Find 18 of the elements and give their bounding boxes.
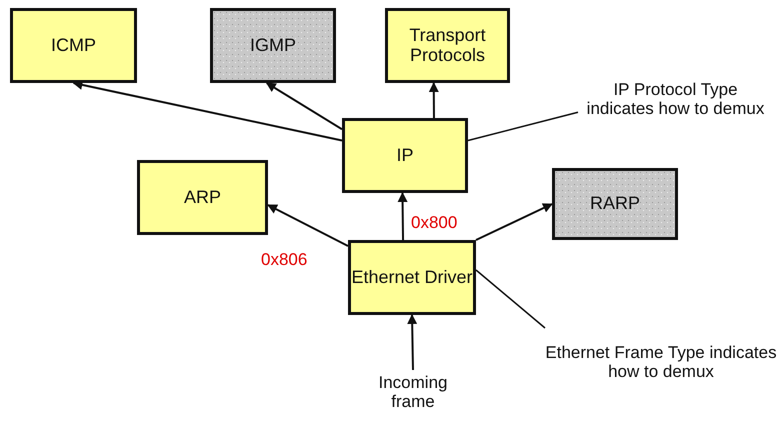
- arrow: [267, 204, 348, 247]
- annotation-text: IP Protocol Type indicates how to demux: [578, 64, 773, 136]
- arrow: [407, 314, 418, 370]
- arrow: [266, 82, 343, 130]
- annotation-text: Ethernet Frame Type indicates how to demux: [545, 328, 777, 398]
- arrow: [428, 82, 439, 118]
- process-box: Transport Protocols: [385, 8, 510, 83]
- process-box: IGMP: [210, 8, 336, 83]
- process-box: ICMP: [10, 8, 137, 83]
- arrow: [398, 192, 408, 240]
- process-box: RARP: [552, 168, 678, 240]
- process-box: ARP: [137, 160, 268, 235]
- annotation-text: Incoming frame: [360, 370, 466, 416]
- leader-line: [468, 112, 578, 142]
- arrow: [476, 203, 553, 241]
- process-box: IP: [342, 118, 468, 193]
- leader-line: [476, 269, 546, 329]
- process-box: Ethernet Driver: [348, 240, 476, 315]
